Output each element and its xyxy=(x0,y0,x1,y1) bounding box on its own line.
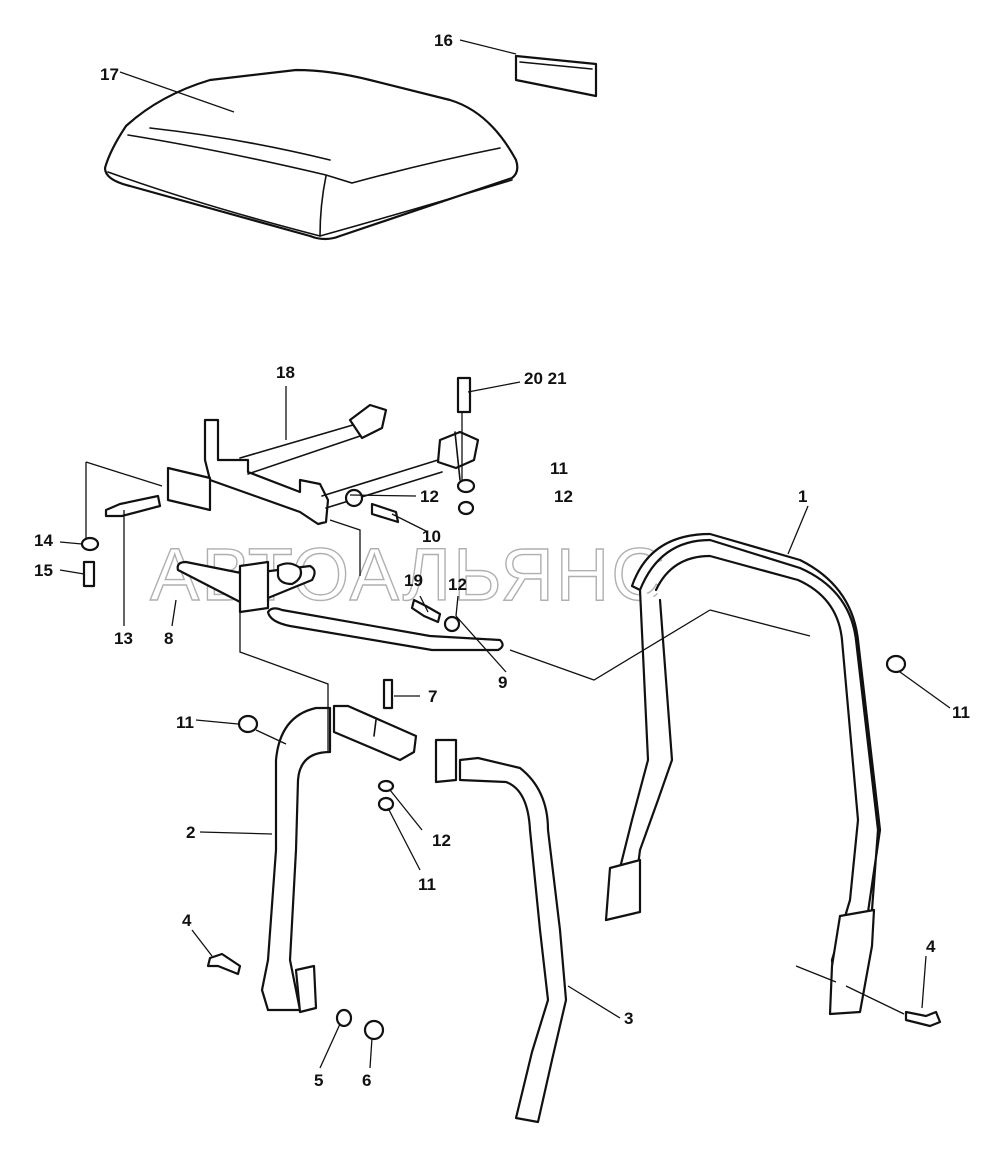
callout-12-top: 12 xyxy=(554,487,573,506)
callout-11-left: 11 xyxy=(176,713,194,732)
callout-11-center: 11 xyxy=(418,875,436,894)
roll-bar-front-left xyxy=(260,706,332,1014)
callout-6: 6 xyxy=(362,1071,371,1090)
callout-12-center: 12 xyxy=(432,831,451,850)
bolt-4-right xyxy=(904,1010,942,1028)
nut-11-left xyxy=(237,714,259,734)
callout-20-21: 20 21 xyxy=(524,369,567,388)
callout-10: 10 xyxy=(422,527,441,546)
callout-labels: 17 16 18 20 21 11 12 12 10 14 15 13 8 19… xyxy=(34,31,970,1090)
callout-17: 17 xyxy=(100,65,119,84)
callout-5: 5 xyxy=(314,1071,323,1090)
bolt-4-left xyxy=(206,952,242,976)
washer-12-lower xyxy=(443,615,461,633)
callout-18: 18 xyxy=(276,363,295,382)
bolt-7 xyxy=(382,678,394,710)
label-plate xyxy=(514,54,598,98)
callout-15: 15 xyxy=(34,561,53,580)
callout-8: 8 xyxy=(164,629,173,648)
hinge-strap xyxy=(176,560,316,614)
nut-11-center xyxy=(377,796,395,812)
bolt-13 xyxy=(104,494,162,518)
roll-bar-rear-large xyxy=(604,532,882,1016)
leader-lines xyxy=(59,39,951,1069)
nut-6 xyxy=(363,1019,385,1041)
cross-tube xyxy=(332,704,458,784)
washer-12-mid xyxy=(344,488,364,508)
callout-7: 7 xyxy=(428,687,437,706)
bolt-19 xyxy=(410,598,442,624)
callout-19: 19 xyxy=(404,571,423,590)
callout-4-left: 4 xyxy=(182,911,192,930)
callout-3: 3 xyxy=(624,1009,633,1028)
callout-11-top: 11 xyxy=(550,459,568,478)
support-arm xyxy=(266,607,504,652)
callout-12-lower: 12 xyxy=(448,575,467,594)
canopy-roof-panel xyxy=(103,68,519,241)
callout-9: 9 xyxy=(498,673,507,692)
nut-11-top xyxy=(456,478,476,494)
callout-1: 1 xyxy=(798,487,807,506)
roll-bar-front-right xyxy=(458,756,568,1124)
callout-4-right: 4 xyxy=(926,937,936,956)
callout-14: 14 xyxy=(34,531,53,550)
nut-11-right xyxy=(885,654,907,674)
bolt-20-21 xyxy=(456,376,472,414)
callout-16: 16 xyxy=(434,31,453,50)
fasteners xyxy=(80,376,942,1041)
bolt-10 xyxy=(370,502,400,524)
washer-14 xyxy=(80,536,100,552)
washer-12-center xyxy=(377,779,395,793)
callout-13: 13 xyxy=(114,629,133,648)
washer-12-top xyxy=(457,500,475,516)
callout-2: 2 xyxy=(186,823,195,842)
callout-12-mid: 12 xyxy=(420,487,439,506)
bolt-15 xyxy=(82,560,96,588)
callout-11-right: 11 xyxy=(952,703,970,722)
mounting-bracket-assembly xyxy=(166,403,480,526)
washer-5 xyxy=(335,1008,353,1028)
